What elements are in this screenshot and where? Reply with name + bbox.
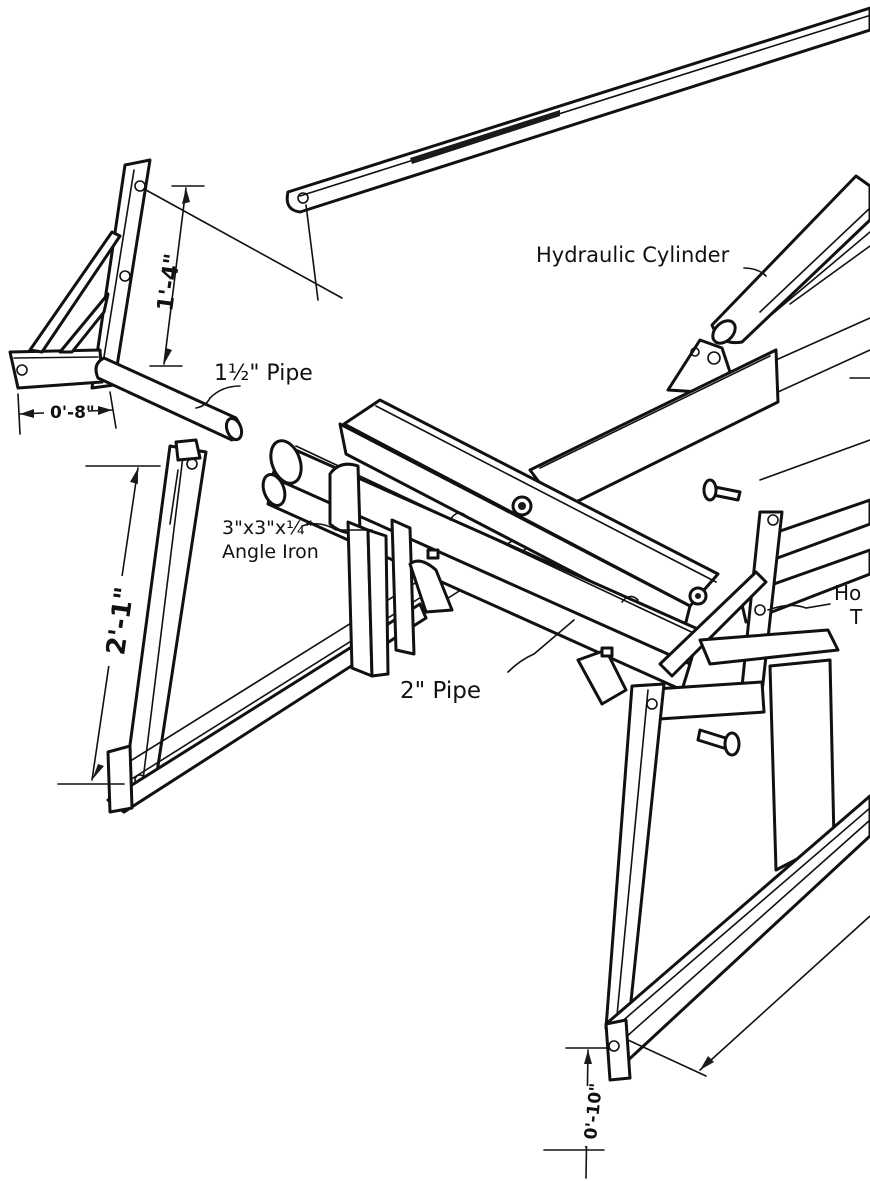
right-front-leg [604, 682, 666, 1032]
cut-off-label-line2: T [849, 605, 863, 629]
right-foot-channel [604, 794, 870, 1082]
small-pipe-label: 1½" Pipe [214, 361, 313, 386]
upper-boom-arm [285, 6, 870, 214]
hydraulic-cylinder [710, 174, 870, 345]
angle-iron-size-label: 3"x3"x¼" [222, 517, 313, 539]
small-pipe [94, 356, 244, 442]
angle-iron-leader [301, 522, 373, 531]
small-pipe-leader [195, 385, 241, 409]
loose-bolt-lower [696, 728, 741, 757]
carriage-supports [346, 518, 628, 706]
hydraulic-cylinder-label: Hydraulic Cylinder [536, 243, 730, 267]
dim-width-upper-label: 0'-8" [50, 403, 95, 423]
right-rear-channel [698, 628, 840, 872]
dim-width-upper-mask [44, 400, 88, 422]
angle-iron-label: Angle Iron [222, 541, 319, 563]
cut-off-label-line1: Ho [834, 581, 861, 605]
cut-off-leader [767, 603, 831, 611]
hydraulic-cylinder-leader [743, 267, 767, 277]
loose-bolt-upper [702, 478, 742, 502]
dim-leg-mask [98, 576, 128, 666]
large-pipe-label: 2" Pipe [400, 678, 481, 704]
right-foot-dimension-line [699, 915, 870, 1071]
upper-left-bracket [8, 158, 152, 390]
dim-foot-mask [572, 1086, 602, 1146]
large-pipe-leader [507, 619, 575, 673]
carriage-bolts [449, 495, 708, 606]
bracket-extension-line [145, 189, 343, 299]
right-foot-dim-arrow [700, 1056, 714, 1070]
dim-height-upper-label: 1'-4" [153, 252, 186, 313]
boom-pin-extension-line [305, 204, 319, 301]
right-foot-extension-line [627, 1039, 707, 1077]
dimension-height-upper [149, 185, 205, 367]
